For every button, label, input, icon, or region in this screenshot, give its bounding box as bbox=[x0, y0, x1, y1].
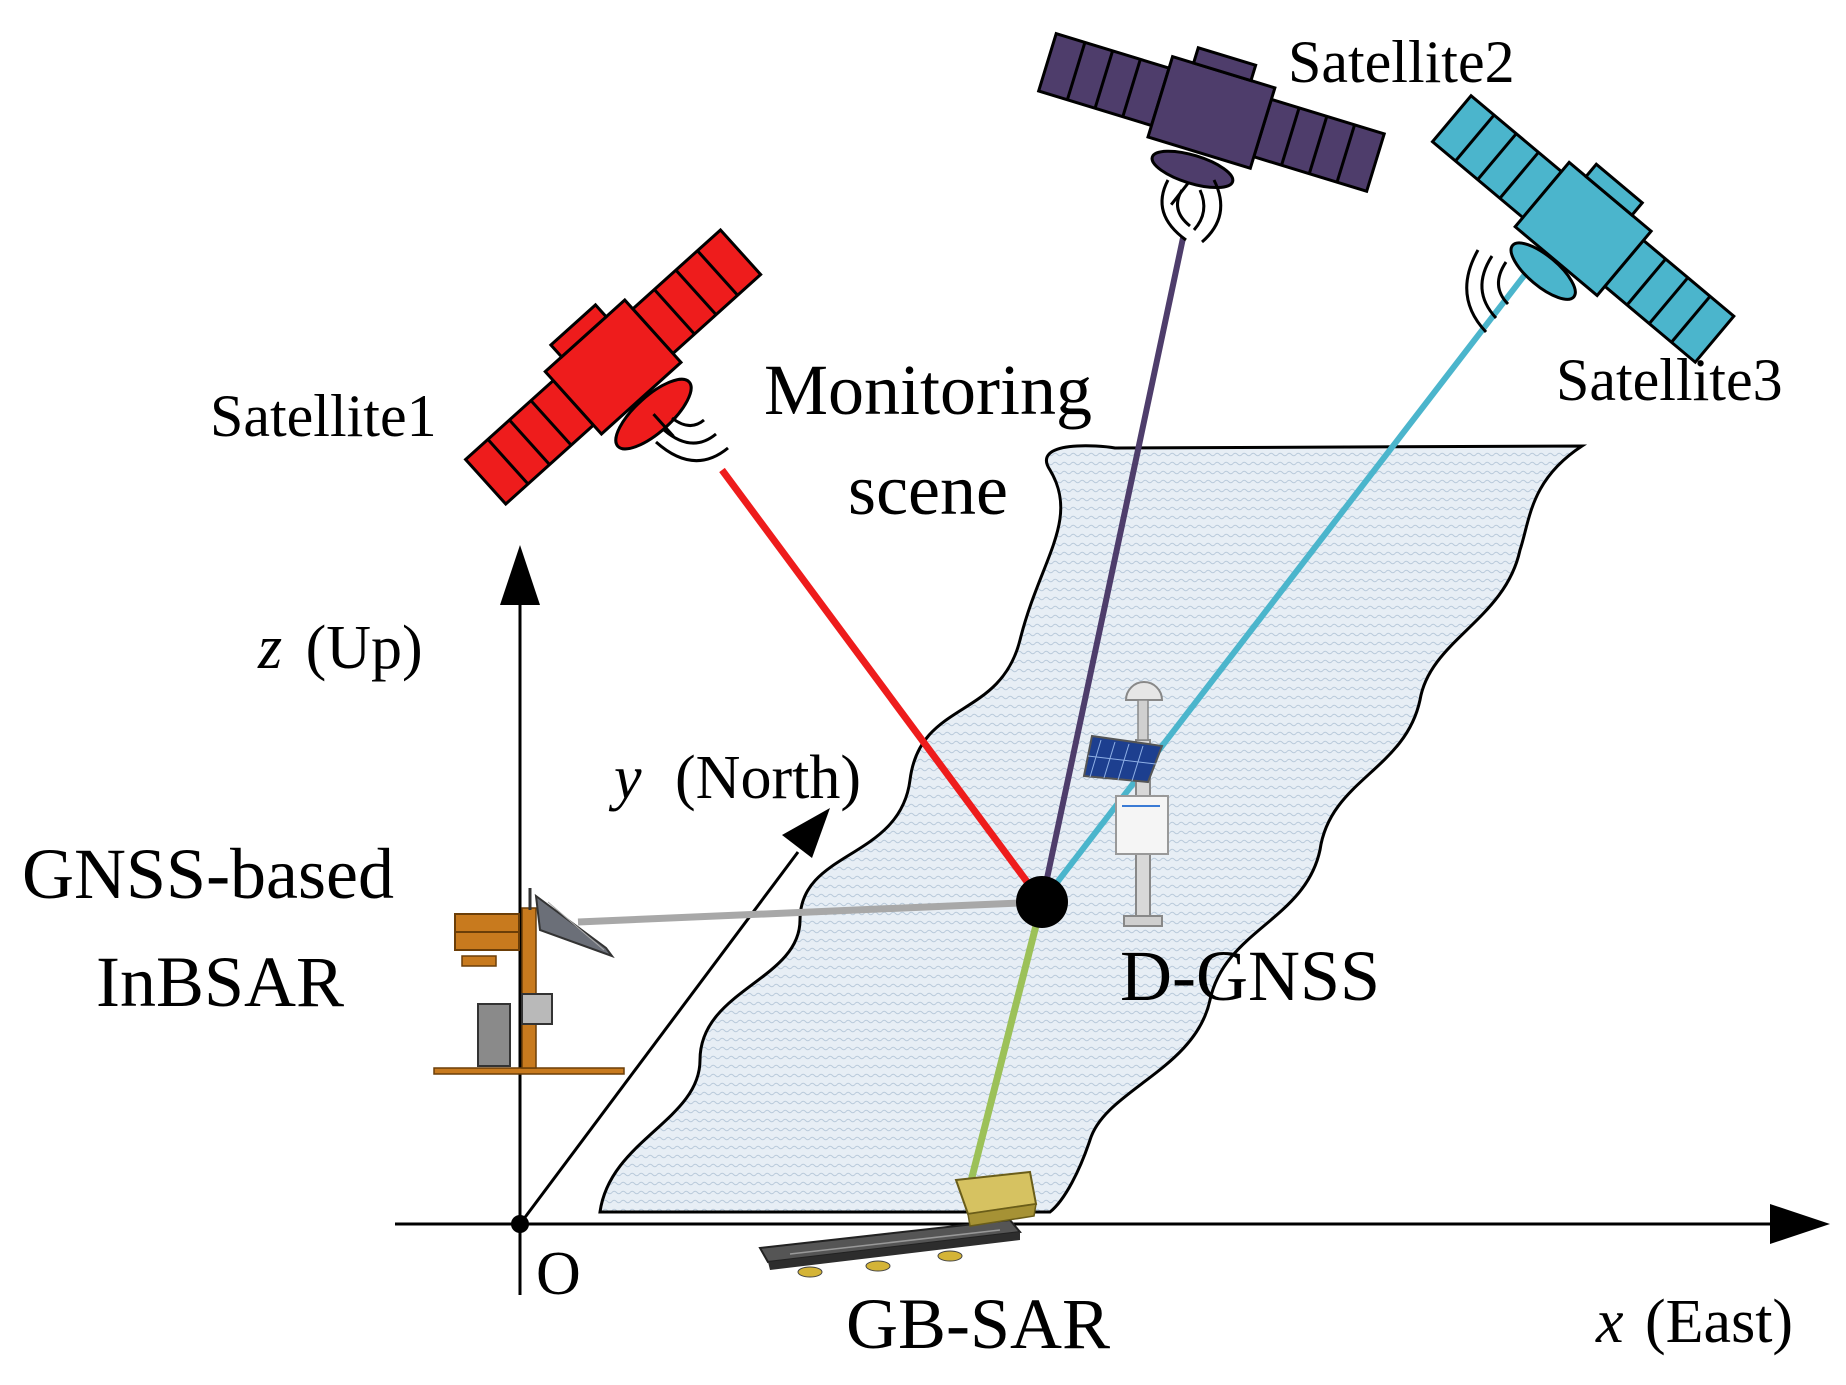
dgnss-label: D-GNSS bbox=[1120, 936, 1380, 1016]
satellite1-signal-icon bbox=[655, 416, 729, 462]
origin-label: O bbox=[536, 1240, 581, 1308]
monitoring-scene-label-line2: scene bbox=[848, 450, 1008, 530]
satellite2-link bbox=[1039, 237, 1186, 903]
z-axis-direction: (Up) bbox=[306, 614, 423, 682]
z-axis-label: z (Up) bbox=[257, 614, 423, 682]
z-axis-arrow bbox=[500, 545, 540, 605]
gbsar-label: GB-SAR bbox=[846, 1284, 1110, 1364]
satellite1-icon bbox=[463, 227, 763, 507]
z-axis-variable: z bbox=[257, 614, 282, 682]
inbsar-equipment-icon bbox=[433, 888, 625, 1075]
inbsar-label-line1: GNSS-based bbox=[22, 834, 394, 914]
inbsar-label-line2: InBSAR bbox=[96, 942, 344, 1022]
target-point bbox=[1016, 876, 1068, 928]
y-axis-arrow bbox=[782, 808, 830, 858]
x-axis-label: x (East) bbox=[1595, 1288, 1793, 1356]
satellite1-label: Satellite1 bbox=[210, 383, 437, 449]
inbsar-link bbox=[577, 898, 1043, 926]
y-axis-variable: y bbox=[608, 744, 642, 812]
origin-dot bbox=[511, 1215, 529, 1233]
satellite2-signal-icon bbox=[1160, 179, 1223, 244]
gbsar-equipment-icon bbox=[758, 1170, 1038, 1278]
satellite3-icon bbox=[1430, 93, 1736, 365]
monitoring-scene-area bbox=[598, 444, 1588, 1214]
x-axis-arrow bbox=[1770, 1204, 1830, 1244]
gbsar-link bbox=[966, 901, 1046, 1186]
satellite3-label: Satellite3 bbox=[1556, 347, 1783, 413]
y-axis-label: y (North) bbox=[608, 744, 861, 812]
x-axis-direction: (East) bbox=[1645, 1288, 1793, 1356]
x-axis-variable: x bbox=[1595, 1288, 1624, 1356]
monitoring-scene-label-line1: Monitoring bbox=[764, 350, 1092, 430]
satellite3-signal-icon bbox=[1465, 249, 1510, 334]
satellite1-link bbox=[719, 467, 1045, 905]
y-axis-direction: (North) bbox=[675, 744, 861, 812]
satellite2-label: Satellite2 bbox=[1288, 29, 1515, 95]
dgnss-station-icon bbox=[1082, 681, 1169, 927]
satellite2-icon bbox=[1036, 31, 1387, 206]
